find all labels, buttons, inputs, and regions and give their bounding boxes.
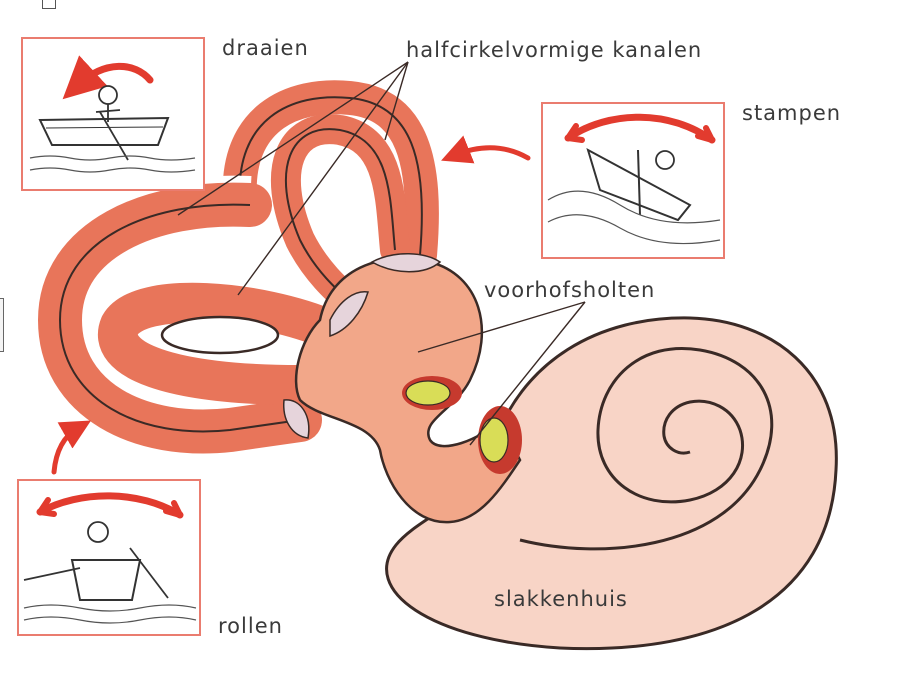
- motion-arrows: [51, 135, 531, 475]
- leader-lines: [177, 61, 586, 446]
- saccule-otolith: [478, 406, 522, 474]
- label-vestibules: voorhofsholten: [484, 278, 656, 302]
- edge-tab: [0, 298, 4, 352]
- label-stampen: stampen: [742, 101, 842, 125]
- label-semicircular-canals: halfcirkelvormige kanalen: [406, 38, 703, 62]
- panel-draaien: [21, 37, 205, 191]
- label-rollen: rollen: [218, 614, 283, 638]
- vestibule: [283, 253, 522, 524]
- label-draaien: draaien: [222, 36, 309, 60]
- panel-stampen: [541, 102, 725, 259]
- panel-rollen: [17, 479, 201, 636]
- semicircular-canals: [30, 65, 455, 461]
- corner-marker: [42, 0, 56, 9]
- utricle-otolith: [402, 376, 462, 410]
- label-cochlea: slakkenhuis: [494, 587, 628, 611]
